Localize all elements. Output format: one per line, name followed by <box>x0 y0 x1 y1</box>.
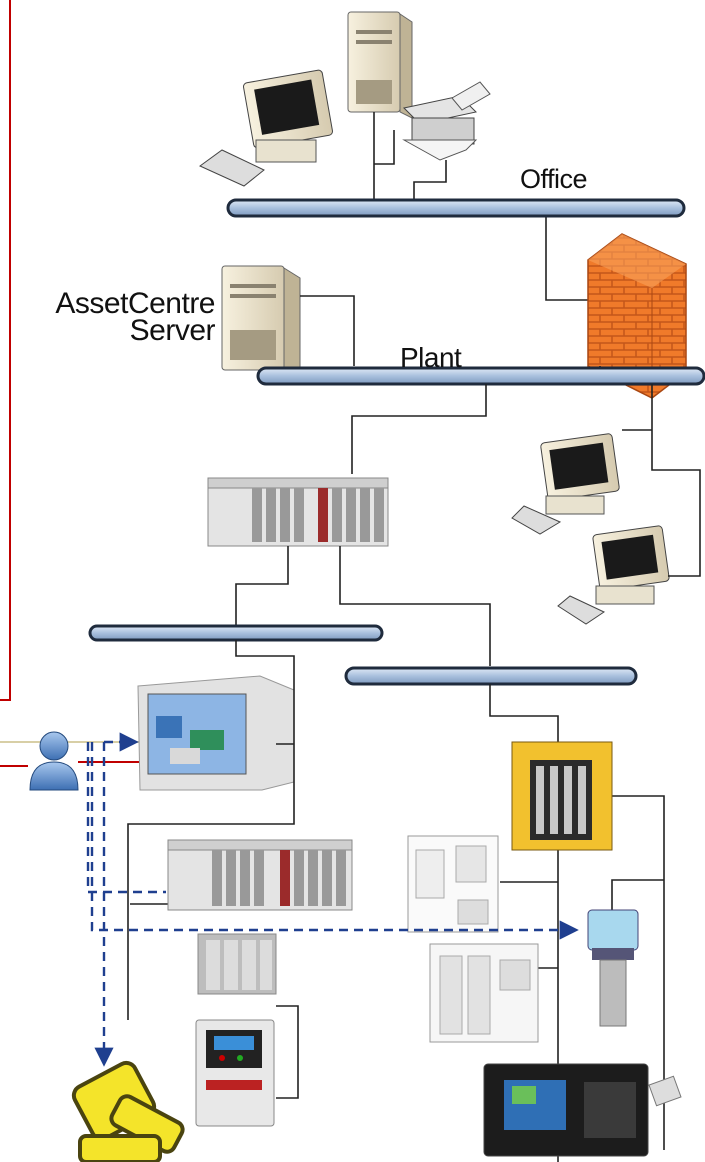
io-rack <box>197 933 277 995</box>
access-paths <box>86 732 579 1067</box>
plant-network-bus <box>256 366 705 386</box>
flow-sensor <box>587 909 639 1027</box>
hmi-panel <box>137 675 295 791</box>
user <box>29 731 79 791</box>
control-network-bus <box>88 624 384 642</box>
server-to-plant-wire <box>300 295 355 366</box>
controller-rack-2 <box>167 839 353 911</box>
operator-terminal <box>483 1063 649 1157</box>
printer <box>402 81 491 161</box>
plant-workstation-1 <box>511 433 620 535</box>
office-workstation <box>199 69 333 187</box>
device-wiring <box>130 684 665 1162</box>
plant-workstation-2 <box>557 525 670 625</box>
io-chassis <box>511 741 613 851</box>
office-network-label: Office <box>520 164 588 194</box>
office-network-bus <box>226 198 686 218</box>
asset-server-label: AssetCentre Server <box>55 287 216 347</box>
variable-frequency-drive <box>195 1019 275 1127</box>
asset-server-label-line2: Server <box>129 314 216 347</box>
plant-network-label: Plant <box>400 342 462 373</box>
remote-io-module <box>407 835 499 933</box>
device-network-bus <box>344 666 638 686</box>
hmi-wiring <box>127 640 295 1020</box>
proximity-sensor <box>648 1075 682 1107</box>
office-server <box>347 11 413 119</box>
controller-rack-1 <box>207 477 389 547</box>
admin-link <box>0 0 140 767</box>
rack1-wiring <box>235 546 491 666</box>
office-wiring <box>373 112 588 301</box>
plant-workstation-wiring <box>351 384 701 577</box>
motion-controller <box>429 943 539 1043</box>
asset-server <box>221 265 301 375</box>
robot-arm <box>71 1060 185 1162</box>
asset-server-label-line1: AssetCentre <box>55 287 215 320</box>
